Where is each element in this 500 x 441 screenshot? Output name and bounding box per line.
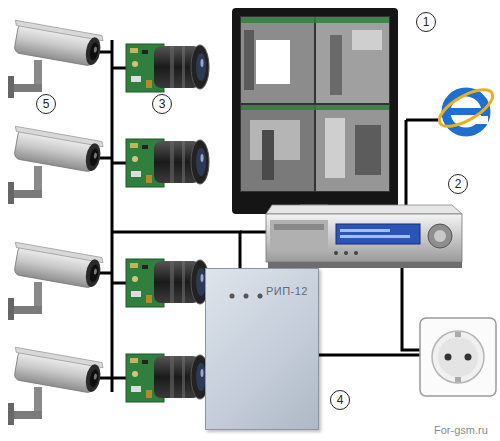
callout-number: 2 (448, 174, 468, 194)
power-outlet (420, 318, 496, 396)
device-label: РИП-12 (266, 285, 308, 297)
board-cameras (126, 44, 209, 402)
callout-number: 4 (330, 390, 350, 410)
power-supply-box: РИП-12 (205, 268, 319, 430)
power-supply-leds (230, 294, 263, 299)
callout-number: 5 (36, 94, 56, 114)
browser-icon (434, 83, 498, 134)
watermark: For-gsm.ru (434, 424, 488, 436)
callout-number: 3 (152, 94, 172, 114)
video-recorder (266, 205, 462, 268)
outdoor-cameras (8, 20, 104, 425)
callout-number: 1 (416, 12, 436, 32)
